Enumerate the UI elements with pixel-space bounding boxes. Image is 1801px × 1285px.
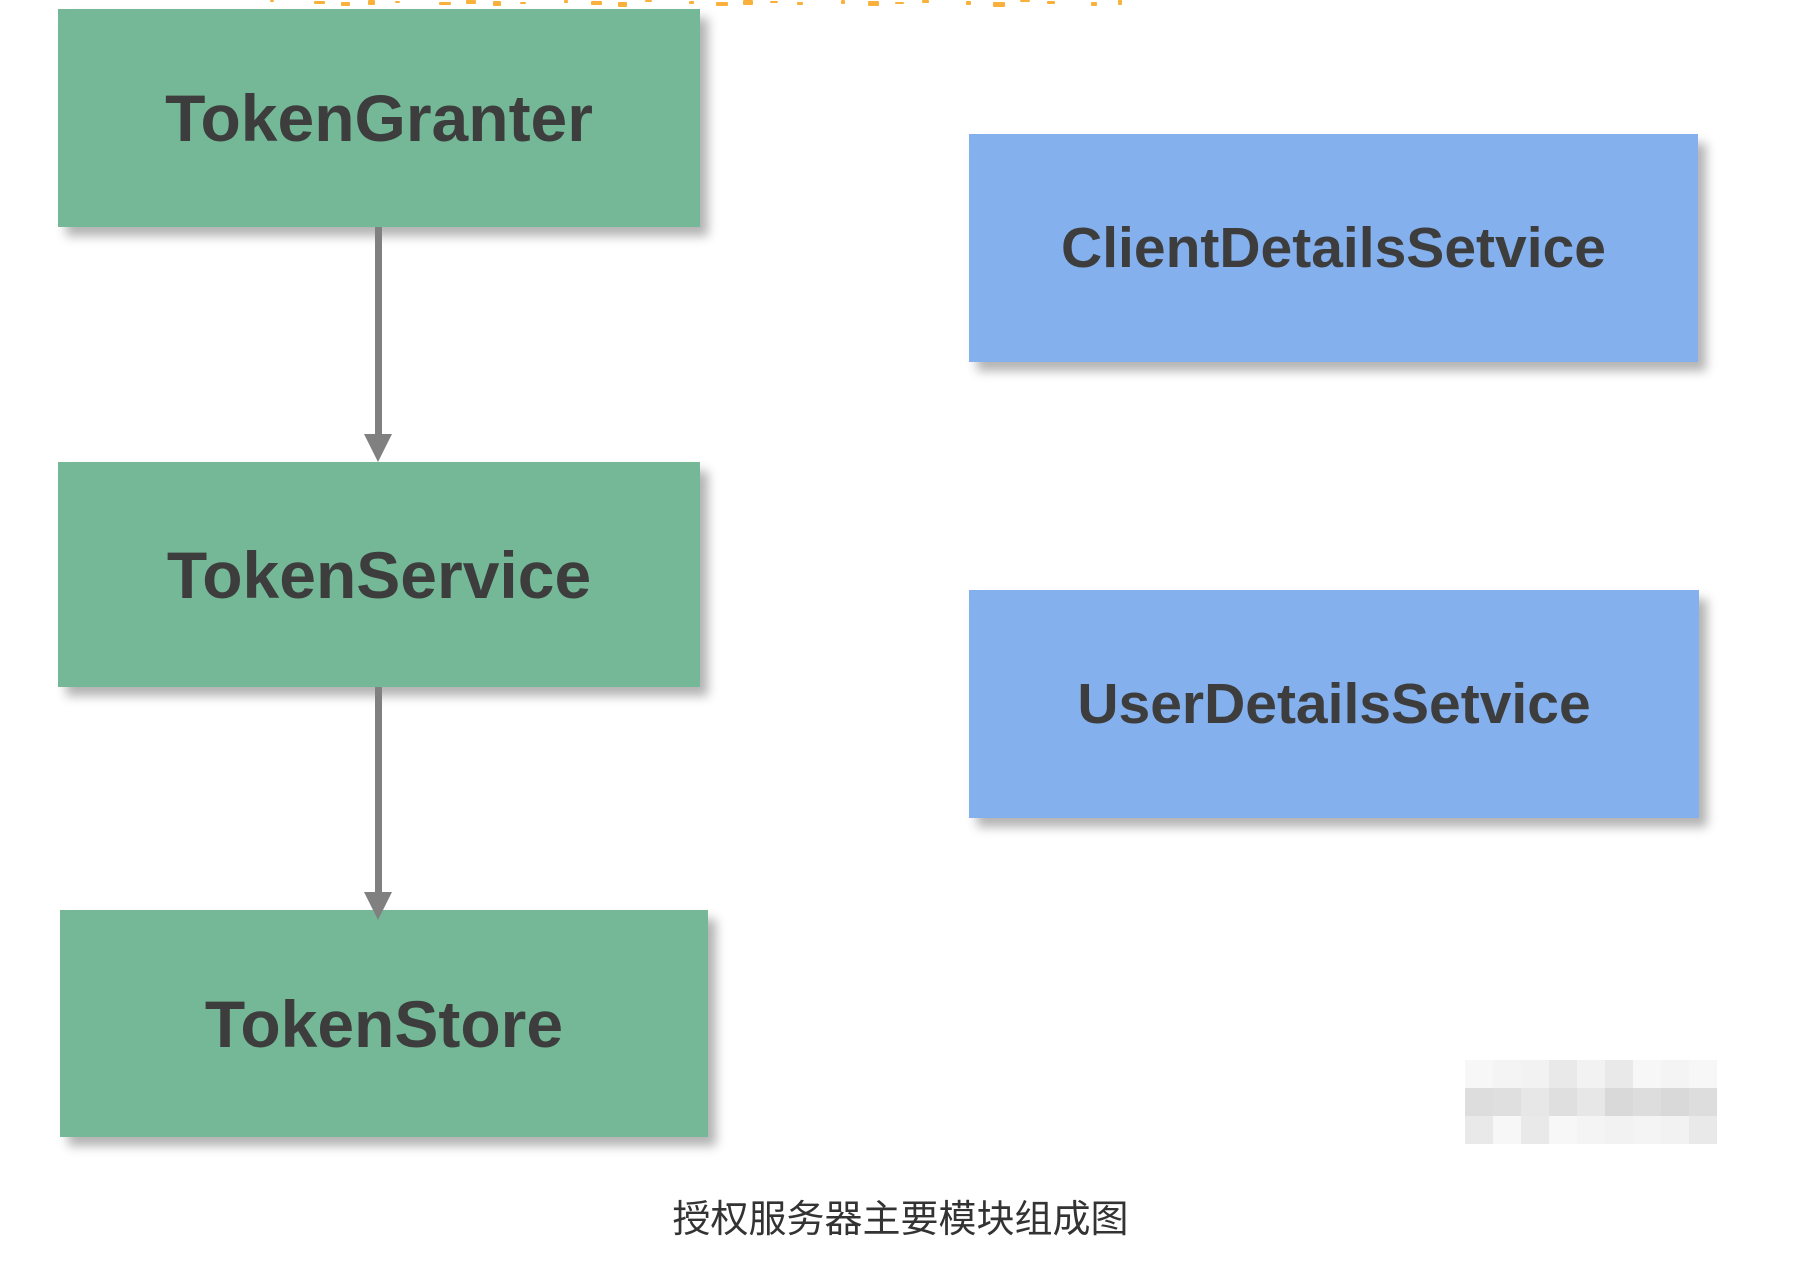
watermark-block xyxy=(1493,1060,1521,1088)
clipped-text-mark xyxy=(618,2,627,7)
clipped-text-strip xyxy=(270,0,1170,8)
clipped-text-mark xyxy=(314,1,325,4)
watermark-block xyxy=(1633,1116,1661,1144)
watermark-block xyxy=(1689,1060,1717,1088)
node-token-service: TokenService xyxy=(58,462,700,687)
watermark-block xyxy=(1549,1088,1577,1116)
clipped-text-mark xyxy=(966,1,971,5)
watermark-block xyxy=(1661,1088,1689,1116)
arrow-service-to-store xyxy=(364,687,392,920)
watermark-block xyxy=(1633,1088,1661,1116)
watermark-block xyxy=(1465,1116,1493,1144)
clipped-text-mark xyxy=(868,1,879,6)
watermark-block xyxy=(1605,1116,1633,1144)
clipped-text-mark xyxy=(439,2,451,5)
node-token-service-label: TokenService xyxy=(166,537,592,612)
node-user-details-service-label: UserDetailsSetvice xyxy=(1077,672,1591,736)
watermark-block xyxy=(1465,1060,1493,1088)
watermark-block xyxy=(1465,1088,1493,1116)
clipped-text-mark xyxy=(466,0,476,4)
watermark-block xyxy=(1577,1088,1605,1116)
watermark-block xyxy=(1521,1116,1549,1144)
arrow-line xyxy=(374,687,382,892)
clipped-text-mark xyxy=(689,1,694,4)
watermark-block xyxy=(1577,1116,1605,1144)
clipped-text-mark xyxy=(520,2,526,4)
watermark-block xyxy=(1689,1116,1717,1144)
clipped-text-mark xyxy=(1020,0,1030,2)
node-token-granter: TokenGranter xyxy=(58,9,700,227)
clipped-text-mark xyxy=(341,2,350,6)
clipped-text-mark xyxy=(1118,0,1122,5)
clipped-text-mark xyxy=(895,2,904,4)
clipped-text-mark xyxy=(716,2,728,6)
clipped-text-mark xyxy=(591,1,602,5)
node-client-details-service: ClientDetailsSetvice xyxy=(969,134,1698,362)
clipped-text-mark xyxy=(743,0,753,5)
clipped-text-mark xyxy=(493,1,501,6)
watermark-block xyxy=(1661,1116,1689,1144)
node-token-granter-label: TokenGranter xyxy=(165,81,593,155)
clipped-text-mark xyxy=(270,0,274,2)
watermark-block xyxy=(1633,1060,1661,1088)
pixelated-watermark xyxy=(1465,1060,1717,1144)
arrow-down-icon xyxy=(364,892,392,920)
watermark-block xyxy=(1577,1060,1605,1088)
clipped-text-mark xyxy=(770,1,778,3)
watermark-block xyxy=(1549,1060,1577,1088)
watermark-block xyxy=(1521,1060,1549,1088)
clipped-text-mark xyxy=(1091,2,1097,6)
node-client-details-service-label: ClientDetailsSetvice xyxy=(1061,216,1606,280)
watermark-block xyxy=(1493,1088,1521,1116)
watermark-block xyxy=(1689,1088,1717,1116)
clipped-text-mark xyxy=(368,0,375,5)
diagram-caption: 授权服务器主要模块组成图 xyxy=(672,1199,1129,1241)
arrow-granter-to-service xyxy=(364,227,392,462)
clipped-text-mark xyxy=(922,0,929,3)
arrow-down-icon xyxy=(364,434,392,462)
arrow-line xyxy=(374,227,382,434)
watermark-block xyxy=(1605,1088,1633,1116)
watermark-block xyxy=(1661,1060,1689,1088)
node-token-store-label: TokenStore xyxy=(204,986,564,1061)
clipped-text-mark xyxy=(395,1,400,3)
node-user-details-service: UserDetailsSetvice xyxy=(969,590,1699,818)
watermark-block xyxy=(1493,1116,1521,1144)
watermark-block xyxy=(1521,1088,1549,1116)
clipped-text-mark xyxy=(645,0,652,2)
watermark-block xyxy=(1549,1116,1577,1144)
clipped-text-mark xyxy=(993,2,1005,7)
clipped-text-mark xyxy=(564,0,568,3)
clipped-text-mark xyxy=(1047,1,1055,4)
clipped-text-mark xyxy=(797,2,803,5)
clipped-text-mark xyxy=(841,0,845,4)
node-token-store: TokenStore xyxy=(60,910,708,1137)
watermark-block xyxy=(1605,1060,1633,1088)
